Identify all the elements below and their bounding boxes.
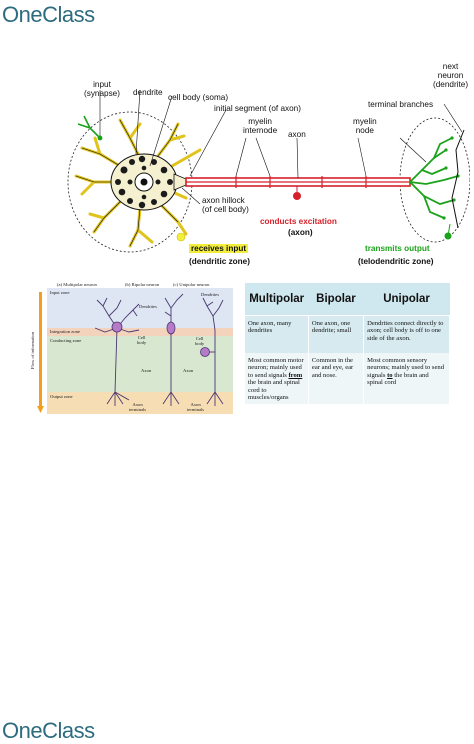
- label-dendrites-1: Dendrites: [139, 304, 157, 309]
- output-zone-band: [47, 392, 233, 414]
- synapse-terminal: [97, 135, 103, 141]
- label-initial-segment: initial segment (of axon): [214, 104, 301, 113]
- terminal-boutons: [442, 136, 460, 220]
- caption-bipolar: (b) Bipolar neuron: [125, 282, 160, 287]
- flow-arrow-head: [37, 406, 44, 413]
- header-bipolar: Bipolar: [308, 283, 364, 316]
- oneclass-logo-bottom: OneClass: [2, 718, 95, 744]
- label-terminal-branches: terminal branches: [368, 100, 434, 109]
- zone-conducting: Conducting zone: [50, 338, 82, 343]
- label-conducts-excitation: conducts excitation: [260, 217, 337, 226]
- caption-multipolar: (a) Multipolar neuron: [57, 282, 97, 287]
- label-dendrites-2: Dendrites: [201, 292, 219, 297]
- zone-output: Output zone: [50, 394, 73, 399]
- label-input: input(synapse): [84, 80, 120, 98]
- label-dendritic-zone: (dendritic zone): [189, 257, 250, 266]
- cell-multipolar-function: Most common motor neuron; mainly used to…: [245, 353, 309, 405]
- zone-integration: Integration zone: [50, 329, 80, 334]
- excitation-marker: [293, 192, 301, 200]
- myelin-nodes: [235, 176, 367, 188]
- bipolar-soma: [166, 321, 176, 335]
- label-transmits-output: transmits output: [365, 244, 430, 253]
- label-axon-1: Axon: [141, 368, 152, 373]
- header-unipolar: Unipolar: [363, 283, 450, 316]
- label-cell-body: cell body (soma): [168, 93, 229, 102]
- table-header-row: Multipolar Bipolar Unipolar: [245, 283, 450, 316]
- conducting-zone-band: [47, 336, 233, 392]
- neuron-types-svg: [37, 288, 233, 414]
- logo-text: OneClass: [2, 718, 95, 743]
- input-synapse: [77, 115, 101, 139]
- unipolar-neuron: [202, 297, 224, 406]
- soma-texture: [115, 155, 173, 209]
- cell-bipolar-structure: One axon, one dendrite; small: [308, 315, 365, 353]
- integration-zone-band: [47, 328, 233, 336]
- table-row: One axon, many dendrites One axon, one d…: [245, 315, 450, 353]
- label-receives-input: receives input: [189, 244, 249, 253]
- label-flow: Flow of information: [30, 331, 36, 370]
- multipolar-soma: [111, 321, 123, 333]
- neuron-diagram: [67, 89, 470, 253]
- terminal-branches: [409, 137, 459, 219]
- telodendritic-zone-outline: [399, 117, 470, 243]
- cell-bipolar-function: Common in the ear and eye, ear and nose.: [308, 353, 365, 405]
- axon-hillock: [173, 173, 187, 191]
- logo-text: OneClass: [2, 2, 95, 27]
- bipolar-neuron: [162, 293, 184, 406]
- table-row: Most common motor neuron; mainly used to…: [245, 353, 450, 405]
- label-axon-2: Axon: [183, 368, 194, 373]
- cell-multipolar-structure: One axon, many dendrites: [245, 315, 309, 353]
- header-multipolar: Multipolar: [245, 283, 309, 316]
- dendrite-outline: [75, 119, 179, 247]
- caption-unipolar: (c) Unipolar neuron: [173, 282, 210, 287]
- flow-arrow-bar: [39, 292, 42, 408]
- cell-unipolar-structure: Dendrites connect directly to axon; cell…: [363, 315, 450, 353]
- label-axon: axon: [288, 130, 306, 139]
- receives-input-marker: [176, 232, 186, 242]
- label-dendrite: dendrite: [133, 88, 163, 97]
- oneclass-logo-top: OneClass: [2, 2, 95, 28]
- cell-unipolar-function: Most common sensory neurons; mainly used…: [363, 353, 450, 405]
- label-axon-zone: (axon): [288, 228, 313, 237]
- unipolar-soma: [200, 347, 210, 357]
- leader-lines: [99, 89, 463, 205]
- zone-input: Input zone: [50, 290, 70, 295]
- nucleolus: [140, 178, 148, 186]
- input-zone-band: [47, 288, 233, 328]
- neuron-comparison-table: Multipolar Bipolar Unipolar One axon, ma…: [245, 283, 450, 405]
- label-telodendritic-zone: (telodendritic zone): [358, 257, 434, 266]
- label-axon-hillock: axon hillock(of cell body): [202, 196, 249, 214]
- neuron-types-figure: (a) Multipolar neuron (b) Bipolar neuron…: [30, 282, 233, 414]
- next-neuron-dendrite: [451, 129, 465, 229]
